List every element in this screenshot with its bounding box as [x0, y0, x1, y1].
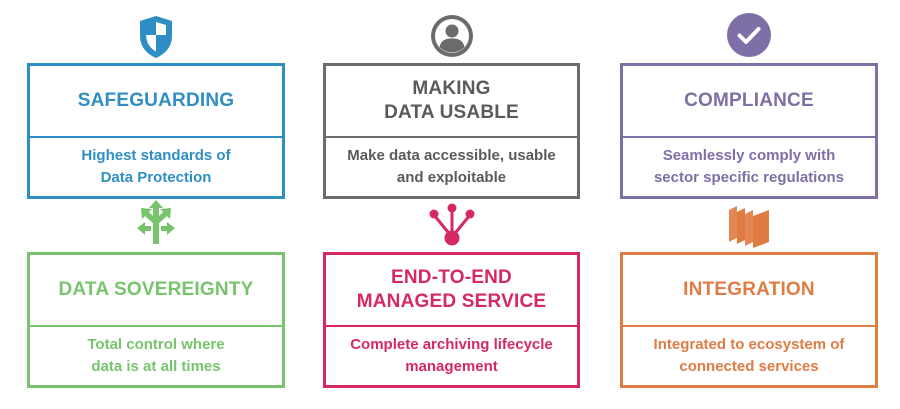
user-icon	[430, 14, 474, 58]
card-divider	[326, 136, 577, 138]
card-description: Integrated to ecosystem of connected ser…	[653, 336, 845, 375]
card-title: INTEGRATION	[683, 279, 815, 300]
card-integration: INTEGRATION Integrated to ecosystem of c…	[620, 252, 878, 388]
split-arrows-icon	[132, 198, 180, 246]
card-divider	[623, 325, 875, 327]
card-description: Make data accessible, usable and exploit…	[347, 147, 556, 186]
checkmark-icon	[726, 12, 772, 58]
card-description: Complete archiving lifecycle management	[350, 336, 553, 375]
card-title: END-TO-END MANAGED SERVICE	[356, 267, 547, 312]
card-compliance: COMPLIANCE Seamlessly comply with sector…	[620, 63, 878, 199]
card-title: COMPLIANCE	[684, 90, 814, 111]
shield-icon	[137, 14, 175, 60]
card-description: Seamlessly comply with sector specific r…	[653, 147, 845, 186]
card-divider	[623, 136, 875, 138]
card-end-to-end-managed-service: END-TO-END MANAGED SERVICE Complete arch…	[323, 252, 580, 388]
card-safeguarding: SAFEGUARDING Highest standards of Data P…	[27, 63, 285, 199]
card-divider	[30, 325, 282, 327]
card-title: DATA SOVEREIGNTY	[58, 279, 254, 300]
stacked-pages-icon	[727, 204, 773, 248]
card-divider	[326, 325, 577, 327]
card-description: Highest standards of Data Protection	[81, 147, 231, 186]
network-icon	[428, 203, 476, 247]
card-description: Total control where data is at all times	[87, 336, 225, 375]
card-making-data-usable: MAKING DATA USABLE Make data accessible,…	[323, 63, 580, 199]
card-title: SAFEGUARDING	[77, 90, 235, 111]
card-title: MAKING DATA USABLE	[384, 78, 519, 123]
card-divider	[30, 136, 282, 138]
card-data-sovereignty: DATA SOVEREIGNTY Total control where dat…	[27, 252, 285, 388]
